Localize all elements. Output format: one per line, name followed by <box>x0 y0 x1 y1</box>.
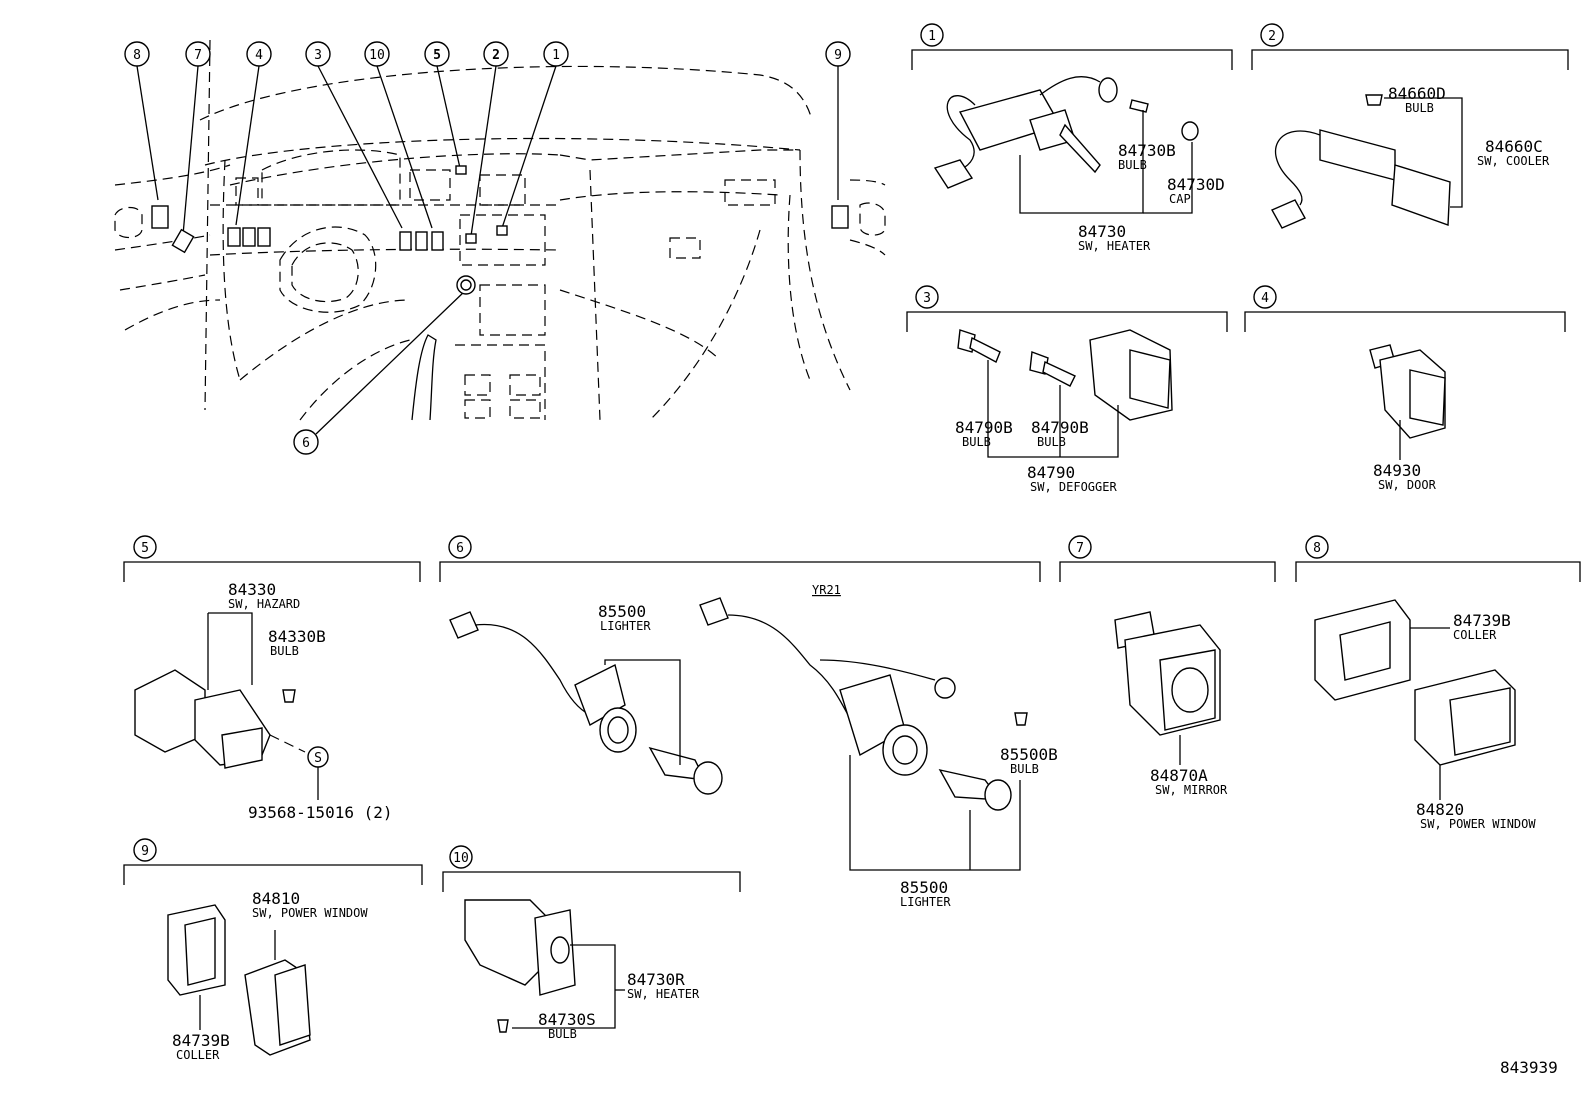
part-84930-desc: SW, DOOR <box>1378 478 1437 492</box>
part-84660D-desc: BULB <box>1405 101 1434 115</box>
section-5: 5 S 84330 SW, HAZARD 84330B BULB 93568-1… <box>123 535 421 822</box>
svg-text:4: 4 <box>1261 291 1269 306</box>
part-84790B-2-number: 84790B <box>1031 418 1089 437</box>
diagram-id: 843939 <box>1500 1058 1558 1077</box>
section-9: 9 84810 SW, POWER WINDOW 84739B COLLER <box>123 838 423 1062</box>
door-switch-drawing[interactable] <box>1369 344 1446 439</box>
svg-text:1: 1 <box>928 29 936 44</box>
part-84739B-2-number: 84739B <box>172 1031 230 1050</box>
part-84730S-desc: BULB <box>548 1027 577 1041</box>
part-84330-number: 84330 <box>228 580 276 599</box>
part-84810-number: 84810 <box>252 889 300 908</box>
power-window-switch-drawing[interactable] <box>1314 599 1516 766</box>
lighter-1-drawing[interactable] <box>449 611 723 795</box>
part-84730D-number: 84730D <box>1167 175 1225 194</box>
heater-switch-drawing[interactable] <box>933 76 1199 189</box>
section-10: 10 84730R SW, HEATER 84730S BULB <box>442 845 741 1041</box>
svg-text:2: 2 <box>492 48 500 63</box>
part-84730R-number: 84730R <box>627 970 685 989</box>
part-84870A-desc: SW, MIRROR <box>1155 783 1228 797</box>
svg-text:6: 6 <box>302 436 310 451</box>
svg-text:10: 10 <box>369 48 385 63</box>
overview-callout-2[interactable]: 2 <box>470 41 509 237</box>
variant-label: YR21 <box>812 583 841 597</box>
part-84930-number: 84930 <box>1373 461 1421 480</box>
part-84330B-number: 84330B <box>268 627 326 646</box>
part-84660C-number: 84660C <box>1485 137 1543 156</box>
svg-text:4: 4 <box>255 48 263 63</box>
svg-text:9: 9 <box>834 48 842 63</box>
part-85500B-desc: BULB <box>1010 762 1039 776</box>
part-84790-number: 84790 <box>1027 463 1075 482</box>
part-84790B-1-number: 84790B <box>955 418 1013 437</box>
dashboard-overview: 8 7 4 3 10 5 2 1 <box>114 39 886 455</box>
svg-text:5: 5 <box>141 541 149 556</box>
part-84730-number: 84730 <box>1078 222 1126 241</box>
lighter-2-drawing[interactable] <box>699 597 1028 811</box>
section-1: 1 84730B BULB 84730D CAP 84730 SW, HEATE… <box>911 23 1233 253</box>
part-84739B-1-number: 84739B <box>1453 611 1511 630</box>
svg-text:7: 7 <box>1076 541 1084 556</box>
section-8: 8 84739B COLLER 84820 SW, POWER WINDOW <box>1295 535 1581 831</box>
part-84739B-2-desc: COLLER <box>176 1048 220 1062</box>
part-85500-2-desc: LIGHTER <box>900 895 951 909</box>
section-6: 6 YR21 85500 LIGHTER 8550 <box>439 535 1058 909</box>
overview-callout-5[interactable]: 5 <box>424 41 461 169</box>
cooler-switch-drawing[interactable] <box>1271 94 1451 229</box>
hazard-switch-drawing[interactable] <box>134 669 296 769</box>
part-84790B-2-desc: BULB <box>1037 435 1066 449</box>
section-3: 3 84790B BULB 84790B BULB 84790 SW, DEFO… <box>906 285 1228 494</box>
part-84790B-1-desc: BULB <box>962 435 991 449</box>
part-84820-desc: SW, POWER WINDOW <box>1420 817 1536 831</box>
overview-callout-3[interactable]: 3 <box>305 41 403 229</box>
svg-text:6: 6 <box>456 541 464 556</box>
section-7: 7 84870A SW, MIRROR <box>1059 535 1276 797</box>
overview-callout-6[interactable]: 6 <box>293 289 467 455</box>
section-4: 4 84930 SW, DOOR <box>1244 285 1566 492</box>
svg-text:8: 8 <box>133 48 141 63</box>
defogger-switch-drawing[interactable] <box>957 329 1173 421</box>
part-84730-desc: SW, HEATER <box>1078 239 1151 253</box>
overview-callout-8[interactable]: 8 <box>124 41 159 201</box>
part-84660C-desc: SW, COOLER <box>1477 154 1550 168</box>
power-window-switch-9-drawing[interactable] <box>167 904 311 1056</box>
part-84870A-number: 84870A <box>1150 766 1208 785</box>
part-84730S-number: 84730S <box>538 1010 596 1029</box>
part-85500B-number: 85500B <box>1000 745 1058 764</box>
overview-callout-10[interactable]: 10 <box>364 41 433 229</box>
part-84660D-number: 84660D <box>1388 84 1446 103</box>
heater-switch-10-drawing[interactable] <box>464 899 576 1033</box>
overview-callout-1[interactable]: 1 <box>501 41 569 229</box>
overview-callout-7[interactable]: 7 <box>182 41 211 236</box>
part-84730R-desc: SW, HEATER <box>627 987 700 1001</box>
part-85500-1-desc: LIGHTER <box>600 619 651 633</box>
svg-text:3: 3 <box>314 48 322 63</box>
overview-callout-4[interactable]: 4 <box>235 41 272 226</box>
svg-text:3: 3 <box>923 291 931 306</box>
part-85500-1-number: 85500 <box>598 602 646 621</box>
section-2: 2 84660D BULB 84660C SW, COOLER <box>1251 23 1569 229</box>
svg-text:9: 9 <box>141 844 149 859</box>
part-93568-number: 93568-15016 (2) <box>248 803 393 822</box>
svg-text:10: 10 <box>453 851 469 866</box>
part-84730D-desc: CAP <box>1169 192 1191 206</box>
part-84790-desc: SW, DEFOGGER <box>1030 480 1117 494</box>
part-84330-desc: SW, HAZARD <box>228 597 300 611</box>
part-84739B-1-desc: COLLER <box>1453 628 1497 642</box>
svg-text:2: 2 <box>1268 29 1276 44</box>
part-84820-number: 84820 <box>1416 800 1464 819</box>
svg-text:1: 1 <box>552 48 560 63</box>
part-85500-2-number: 85500 <box>900 878 948 897</box>
svg-text:S: S <box>314 751 322 766</box>
part-84810-desc: SW, POWER WINDOW <box>252 906 368 920</box>
svg-text:7: 7 <box>194 48 202 63</box>
part-84730B-desc: BULB <box>1118 158 1147 172</box>
overview-callout-9[interactable]: 9 <box>825 41 851 200</box>
part-84330B-desc: BULB <box>270 644 299 658</box>
mirror-switch-drawing[interactable] <box>1114 611 1221 736</box>
svg-text:8: 8 <box>1313 541 1321 556</box>
svg-text:5: 5 <box>433 48 441 63</box>
part-84730B-number: 84730B <box>1118 141 1176 160</box>
